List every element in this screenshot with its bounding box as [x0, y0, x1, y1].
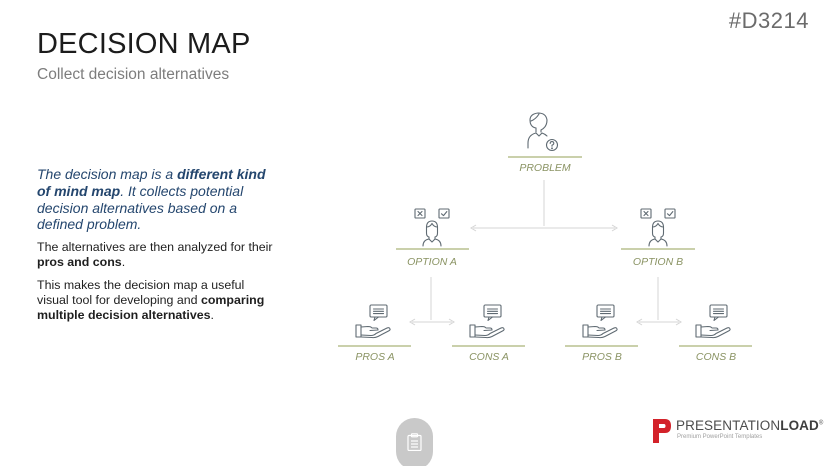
hand-message-icon [695, 304, 731, 339]
logo-tagline: Premium PowerPoint Templates [677, 434, 763, 440]
person-choice-icon [640, 208, 676, 247]
slide-code: #D3214 [728, 8, 809, 33]
cons-a-label: CONS A [469, 351, 509, 363]
person-choice-icon [414, 208, 450, 247]
page-subtitle: Collect decision alternatives [37, 66, 230, 83]
cons-b-label: CONS B [696, 351, 736, 363]
option-a-label: OPTION A [407, 256, 457, 268]
description-text: The decision map is a different kind of … [37, 166, 273, 331]
clipboard-icon [407, 433, 422, 451]
presentationload-logo[interactable]: PRESENTATIONLOAD® Premium PowerPoint Tem… [652, 418, 823, 446]
tool-paragraph: This makes the decision map a useful vis… [37, 278, 265, 322]
logo-mark-icon [653, 419, 671, 443]
intro-paragraph: The decision map is a different kind of … [37, 166, 266, 233]
person-question-icon [527, 112, 559, 152]
hand-message-icon [469, 304, 505, 339]
option-b-label: OPTION B [633, 256, 683, 268]
hand-message-icon [582, 304, 618, 339]
pros-b-label: PROS B [582, 351, 622, 363]
page-title: DECISION MAP [37, 28, 251, 60]
problem-label: PROBLEM [519, 162, 571, 174]
pros-a-label: PROS A [355, 351, 394, 363]
pros-cons-paragraph: The alternatives are then analyzed for t… [37, 240, 273, 269]
logo-wordmark: PRESENTATIONLOAD® [676, 418, 824, 433]
hand-message-icon [355, 304, 391, 339]
notes-button[interactable] [396, 418, 433, 466]
